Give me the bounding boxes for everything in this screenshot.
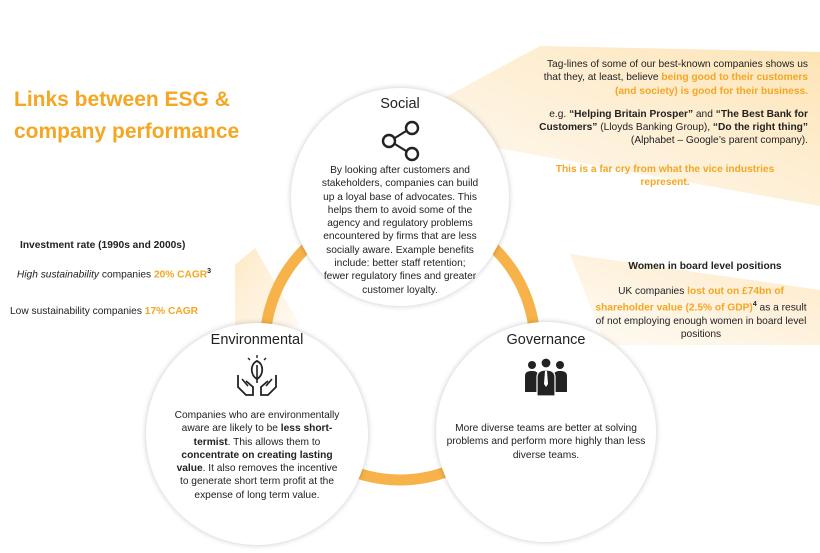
taglines-note: Tag-lines of some of our best-known comp… — [532, 58, 808, 148]
environmental-body: Companies who are environmentally aware … — [174, 410, 340, 501]
team-icon — [525, 357, 567, 397]
light-beam-top — [440, 46, 820, 206]
women-heading: Women in board level positions — [628, 261, 782, 272]
governance-circle: Governance More diverse teams are better… — [436, 322, 656, 542]
taglines-paragraph-2: e.g. “Helping Britain Prosper” and “The … — [539, 108, 808, 147]
taglines-paragraph-1: Tag-lines of some of our best-known comp… — [543, 59, 808, 97]
social-body: By looking after customers and stakehold… — [321, 165, 479, 296]
hands-plant-icon — [237, 355, 277, 396]
governance-title: Governance — [506, 332, 586, 348]
environmental-circle: Environmental Companies who are environm… — [146, 323, 368, 545]
light-beam-right — [570, 254, 820, 345]
investment-high: High sustainability companies 20% CAGR3 — [16, 268, 212, 281]
governance-body: More diverse teams are better at solving… — [446, 423, 646, 461]
page-title: Links between ESG & company performance — [14, 88, 240, 143]
taglines-conclusion: This is a far cry from what the vice ind… — [555, 164, 775, 189]
share-icon — [381, 120, 420, 162]
investment-heading: Investment rate (1990s and 2000s) — [20, 240, 186, 251]
women-text: UK companies lost out on £74bn of shareh… — [595, 286, 807, 341]
environmental-title: Environmental — [210, 332, 304, 348]
investment-low: Low sustainability companies 17% CAGR — [10, 306, 198, 317]
social-title: Social — [380, 96, 420, 112]
light-beam-left — [235, 248, 300, 335]
social-circle: Social By looking after customers and st… — [291, 88, 509, 306]
